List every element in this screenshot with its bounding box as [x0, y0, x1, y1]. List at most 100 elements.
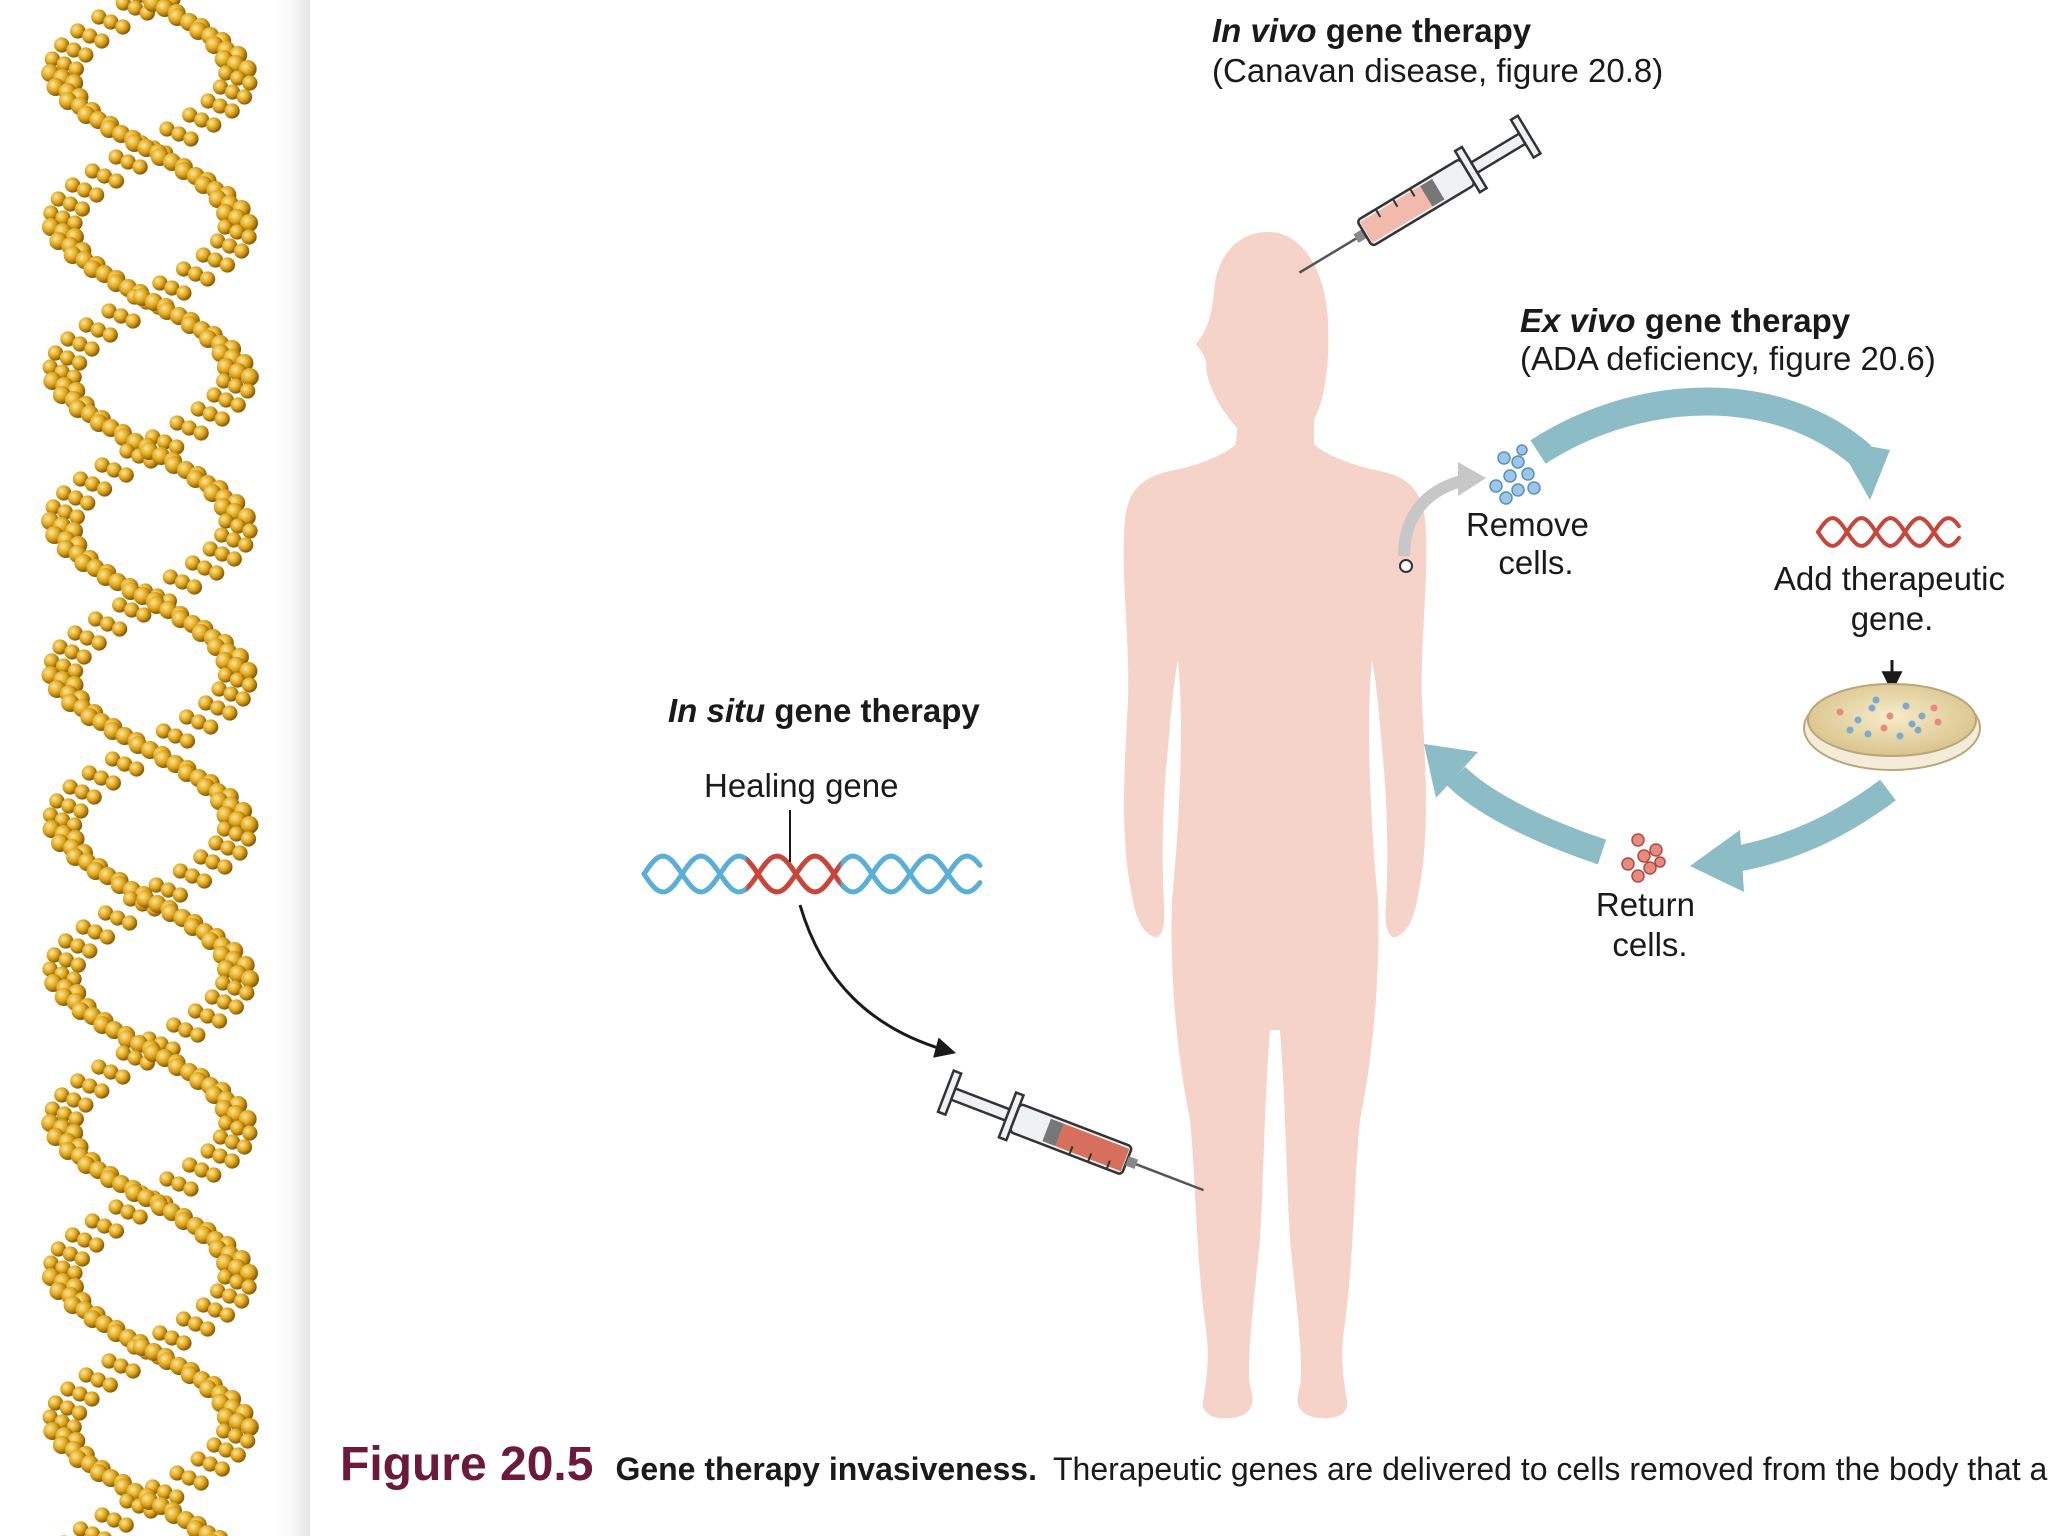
dna-backbone-bead: [193, 1475, 209, 1491]
dna-backbone-bead: [125, 313, 141, 329]
dna-backbone-bead: [81, 765, 97, 781]
dna-backbone-bead: [115, 1045, 131, 1061]
dna-backbone-bead: [206, 387, 222, 403]
dish-cell-dot: [1854, 716, 1862, 724]
dna-backbone-bead: [164, 280, 180, 296]
in-vivo-subtitle: (Canavan disease, figure 20.8): [1212, 52, 1663, 89]
dna-backbone-bead: [230, 1120, 246, 1136]
dna-backbone-bead: [64, 1227, 81, 1243]
dna-backbone-bead: [235, 691, 251, 707]
dna-backbone-bead: [108, 149, 124, 165]
in-vivo-title-italic: In vivo: [1212, 12, 1317, 49]
dna-backbone-bead: [125, 1363, 141, 1379]
dna-backbone-bead: [166, 1017, 182, 1033]
dna-backbone-bead: [210, 700, 226, 716]
return-cells-label: Return cells.: [1596, 886, 1704, 963]
dna-backbone-bead: [43, 205, 59, 221]
dna-backbone-bead: [68, 490, 84, 506]
dna-backbone-bead: [167, 728, 184, 744]
ex-vivo-title-italic: Ex vivo: [1520, 302, 1636, 339]
dna-backbone-bead: [179, 709, 195, 725]
dna-backbone-bead: [233, 1293, 250, 1309]
dna-backbone-bead: [86, 789, 102, 805]
dna-backbone-bead: [127, 0, 143, 16]
dna-backbone-bead: [96, 168, 113, 184]
dna-backbone-bead: [236, 89, 253, 105]
dna-backbone-bead: [182, 1157, 198, 1173]
in-situ-title-italic: In situ: [668, 692, 765, 729]
dish-cell-dot: [1836, 708, 1844, 716]
dna-backbone-bead: [70, 957, 86, 973]
dna-backbone-bead: [212, 1148, 228, 1164]
dna-backbone-bead: [179, 733, 196, 749]
dna-backbone-bead: [118, 1517, 134, 1533]
dna-backbone-bead: [205, 854, 221, 870]
dna-backbone-bead: [50, 1241, 67, 1257]
dna-backbone-bead: [214, 546, 230, 562]
healing-gene-dna: [641, 853, 983, 895]
dna-backbone-bead: [159, 1171, 175, 1187]
dna-backbone-bead: [212, 98, 228, 114]
dna-backbone-bead: [96, 481, 113, 497]
dish-cell-dot: [1846, 726, 1854, 734]
dna-backbone-bead: [103, 1064, 119, 1080]
dna-backbone-bead: [70, 938, 86, 954]
petri-dish-icon: [1803, 683, 1981, 771]
dna-backbone-bead: [132, 159, 148, 175]
dna-backbone-bead: [49, 793, 65, 809]
dna-backbone-bead: [214, 1461, 230, 1477]
dna-backbone-bead: [61, 798, 77, 814]
dna-helix-decoration: [0, 0, 310, 1536]
dna-backbone-bead: [164, 1330, 180, 1346]
dna-backbone-bead: [97, 905, 114, 921]
human-body: [1123, 232, 1427, 1419]
dna-backbone-bead: [122, 891, 139, 907]
dna-backbone-bead: [176, 285, 192, 301]
dna-backbone-bead: [157, 1484, 173, 1500]
in-situ-syringe: [936, 1069, 1204, 1192]
dna-backbone-bead: [195, 247, 212, 263]
dna-backbone-bead: [108, 173, 125, 189]
dna-backbone-bead: [214, 411, 230, 427]
dna-backbone-bead: [91, 9, 107, 25]
dna-backbone-bead: [229, 1274, 245, 1290]
dna-backbone-bead: [72, 336, 88, 352]
dna-backbone-bead: [70, 1073, 86, 1089]
in-vivo-syringe: [1298, 114, 1543, 274]
dna-backbone-bead: [47, 345, 64, 361]
dna-backbone-bead: [67, 663, 84, 679]
dna-backbone-bead: [194, 112, 210, 128]
returned-cells-icon: [1621, 833, 1666, 883]
dna-backbone-bead: [200, 93, 216, 109]
dna-backbone-bead: [224, 1153, 240, 1169]
dna-backbone-bead: [42, 1409, 58, 1425]
dna-backbone-bead: [226, 532, 242, 548]
dna-backbone-bead: [101, 303, 117, 319]
dna-backbone-bead: [69, 509, 85, 525]
dna-backbone-bead: [94, 457, 110, 473]
dna-backbone-bead: [197, 560, 213, 576]
dna-backbone-bead: [112, 597, 128, 613]
dna-backbone-bead: [56, 56, 72, 72]
dna-backbone-bead: [120, 154, 136, 170]
dna-backbone-bead: [97, 1531, 112, 1536]
dna-backbone-bead: [203, 719, 219, 735]
dna-backbone-bead: [233, 243, 250, 259]
dna-backbone-bead: [84, 163, 101, 179]
dna-backbone-bead: [115, 19, 131, 35]
dna-backbone-bead: [202, 1456, 218, 1472]
dna-backbone-bead: [240, 970, 259, 988]
dna-backbone-bead: [159, 121, 175, 137]
dna-backbone-bead: [240, 368, 259, 386]
dna-backbone-bead: [84, 1391, 100, 1407]
dna-backbone-bead: [217, 219, 233, 235]
dna-backbone-bead: [128, 761, 145, 777]
dna-backbone-bead: [240, 831, 257, 847]
dna-backbone-bead: [90, 322, 106, 338]
dna-backbone-bead: [229, 224, 245, 240]
remove-cells-line-2: cells.: [1498, 544, 1573, 581]
dna-backbone-bead: [74, 201, 91, 217]
dna-backbone-bead: [124, 602, 140, 618]
dna-backbone-bead: [90, 1372, 106, 1388]
